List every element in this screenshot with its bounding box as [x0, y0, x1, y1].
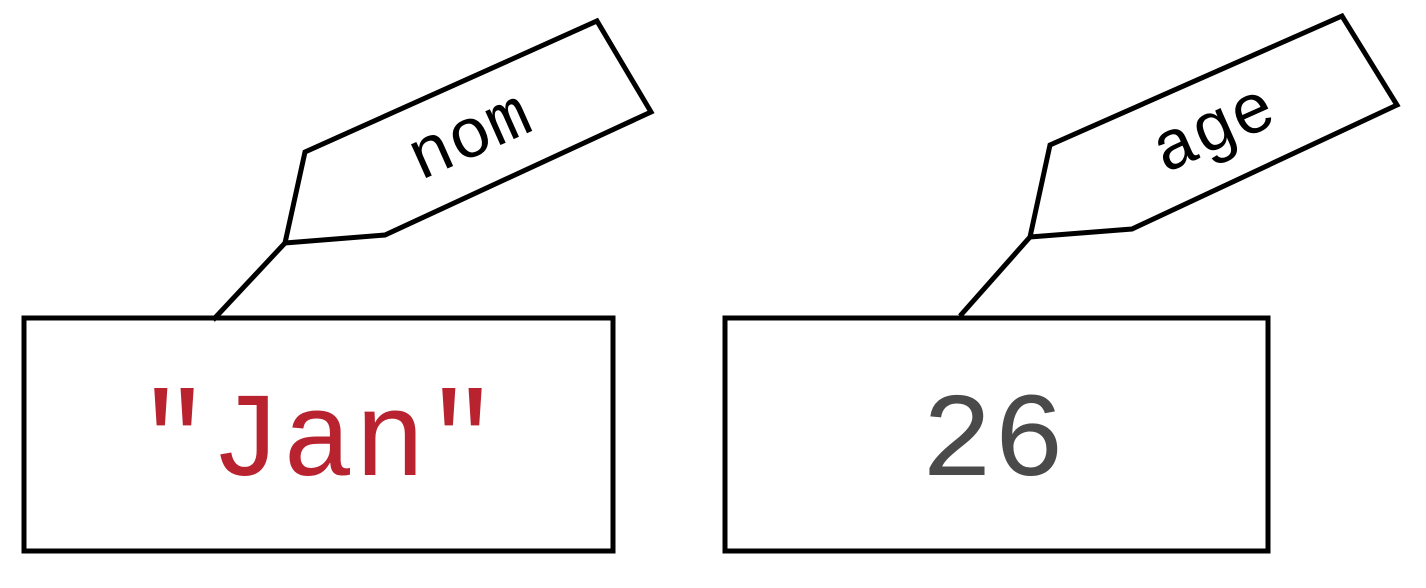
value-box-nom: [21, 315, 616, 554]
variable-nom: "Jan" nom: [21, 17, 655, 554]
value-text-nom: "Jan": [138, 376, 498, 512]
tag-string-nom: [211, 241, 287, 322]
value-box-age: [722, 315, 1271, 554]
name-tag-age: [1026, 12, 1401, 240]
variable-age: 26 age: [722, 12, 1401, 554]
name-tag-nom: [281, 17, 655, 246]
value-text-age: 26: [921, 376, 1065, 512]
tag-string-age: [958, 235, 1032, 318]
